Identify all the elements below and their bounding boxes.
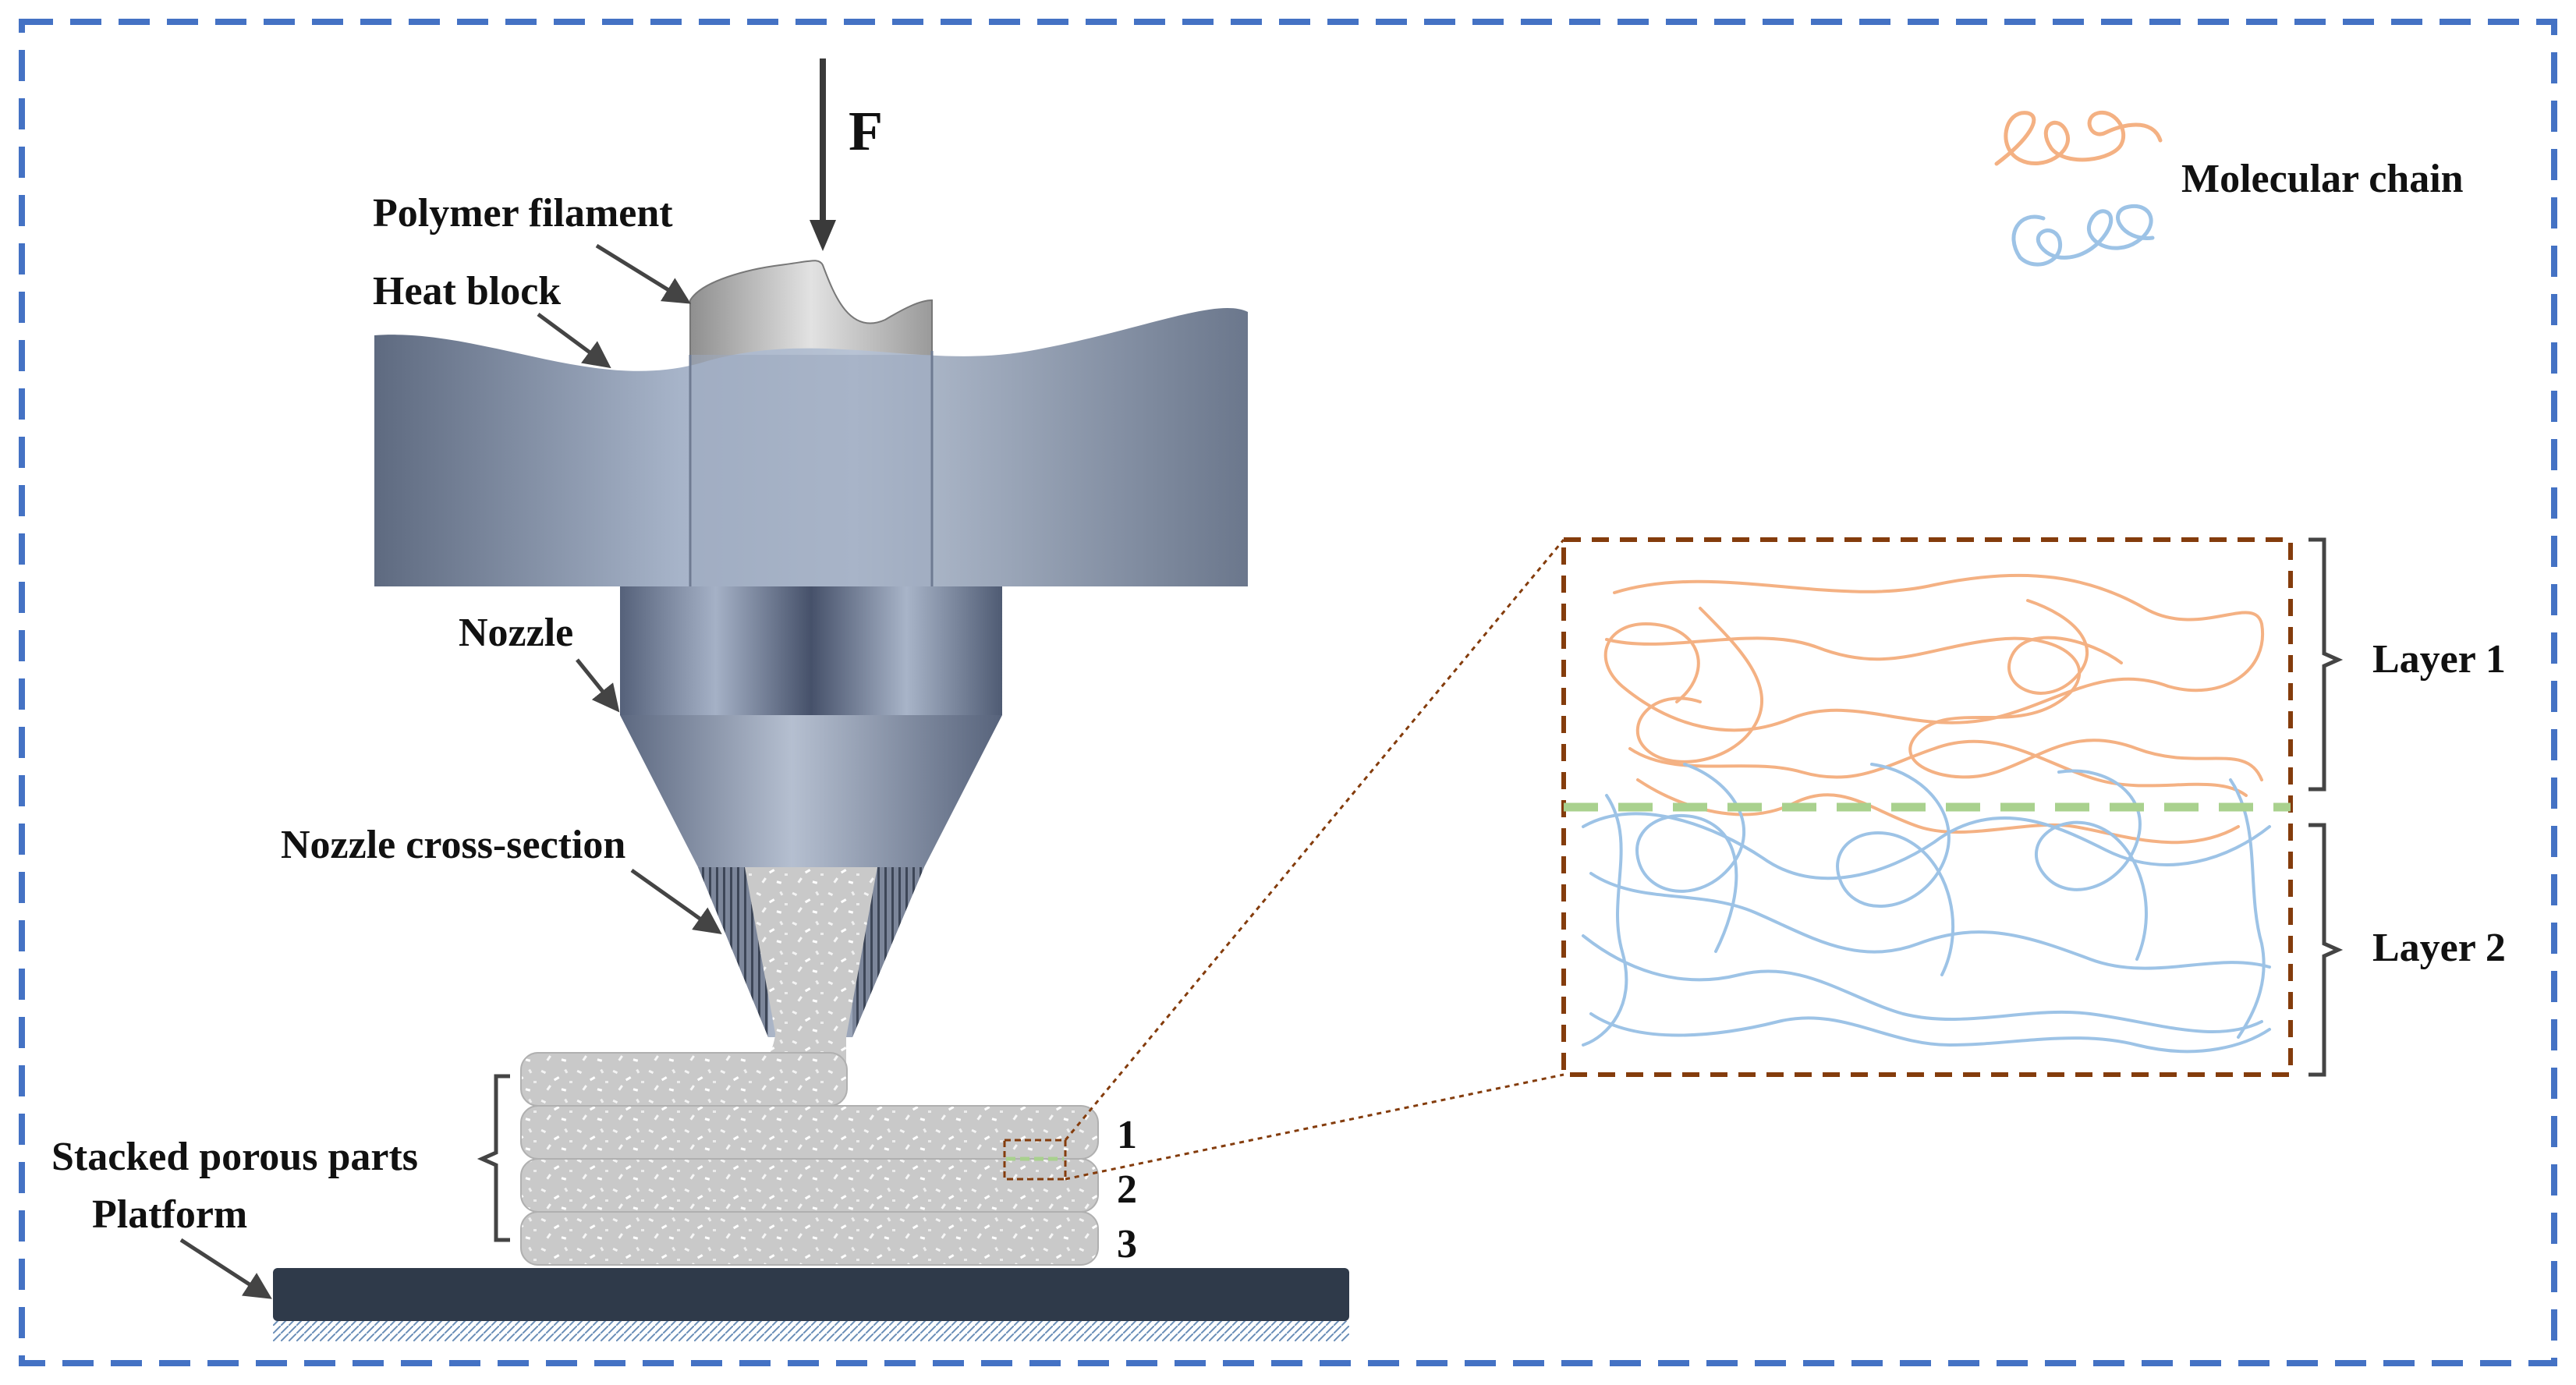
platform-hatch: [273, 1321, 1349, 1341]
zoom-source-box: [1003, 1139, 1067, 1181]
layer-2-label: Layer 2: [2372, 926, 2506, 970]
platform-label: Platform: [92, 1192, 247, 1237]
layer-1-label: Layer 1: [2372, 637, 2506, 682]
heat-block-center: [690, 355, 932, 586]
outer-frame: [19, 19, 2557, 1366]
stacked-parts-brace: [477, 1074, 510, 1242]
heat-block-label: Heat block: [373, 269, 561, 313]
down-arrow-icon: [810, 58, 836, 251]
molecular-chain-label: Molecular chain: [2181, 157, 2464, 201]
legend: Molecular chain: [1994, 110, 2464, 267]
nozzle-label: Nozzle: [459, 611, 573, 655]
nozzle-cross-section-label: Nozzle cross-section: [281, 823, 625, 867]
force-label: F: [849, 100, 883, 162]
layer2-brace: [2308, 823, 2344, 1077]
polymer-filament-label: Polymer filament: [373, 191, 673, 236]
platform: [273, 1268, 1349, 1321]
layer1-brace: [2308, 537, 2344, 792]
layer2-chains: [1582, 763, 2271, 1054]
stacked-part-3: [520, 1211, 1099, 1266]
part-number-2: 2: [1117, 1167, 1137, 1212]
nozzle-melt: [745, 867, 877, 1037]
stacked-part-top: [520, 1052, 848, 1107]
nozzle: [620, 586, 1002, 715]
legend-blue-chain: [2011, 204, 2155, 267]
stacked-part-1: [520, 1105, 1099, 1160]
part-number-3: 3: [1117, 1222, 1137, 1266]
stacked-part-2: [520, 1158, 1099, 1213]
polymer-filament: [689, 260, 933, 367]
part-number-1: 1: [1117, 1113, 1137, 1157]
layer1-chains: [1603, 573, 2265, 845]
legend-orange-chain: [1994, 110, 2163, 166]
stacked-porous-parts-label: Stacked porous parts: [51, 1135, 418, 1179]
